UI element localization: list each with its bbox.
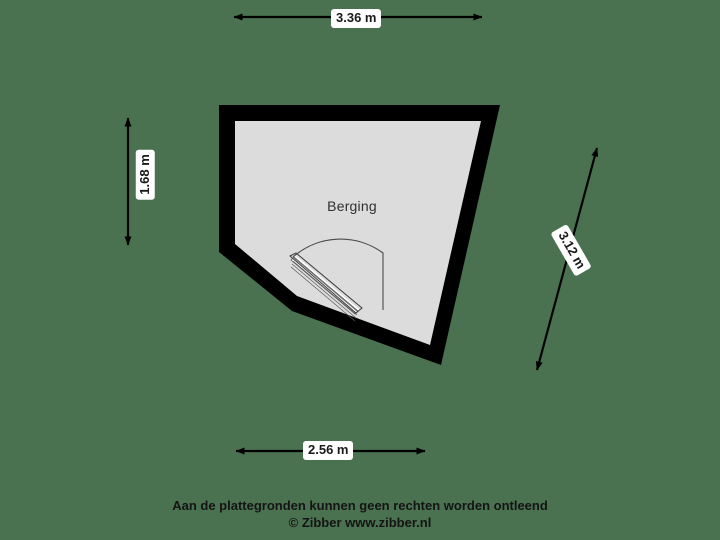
- dimension-label-bottom: 2.56 m: [303, 441, 354, 460]
- room-floor: [235, 121, 481, 345]
- door-leaf-outline: [289, 252, 363, 314]
- footer-line-2: © Zibber www.zibber.nl: [288, 515, 432, 530]
- room-name-text: Berging: [327, 198, 377, 214]
- dimension-label-top: 3.36 m: [331, 9, 382, 28]
- room-walls: [219, 105, 500, 365]
- door-swing-arc: [292, 238, 384, 310]
- door-leaf-louvers: [290, 257, 359, 322]
- room-name-label: Berging: [0, 198, 720, 214]
- dimension-label-left: 1.68 m: [135, 149, 155, 200]
- footer-line-1: Aan de plattegronden kunnen geen rechten…: [172, 498, 548, 513]
- footer-disclaimer: Aan de plattegronden kunnen geen rechten…: [0, 497, 720, 531]
- door-group: [289, 238, 384, 322]
